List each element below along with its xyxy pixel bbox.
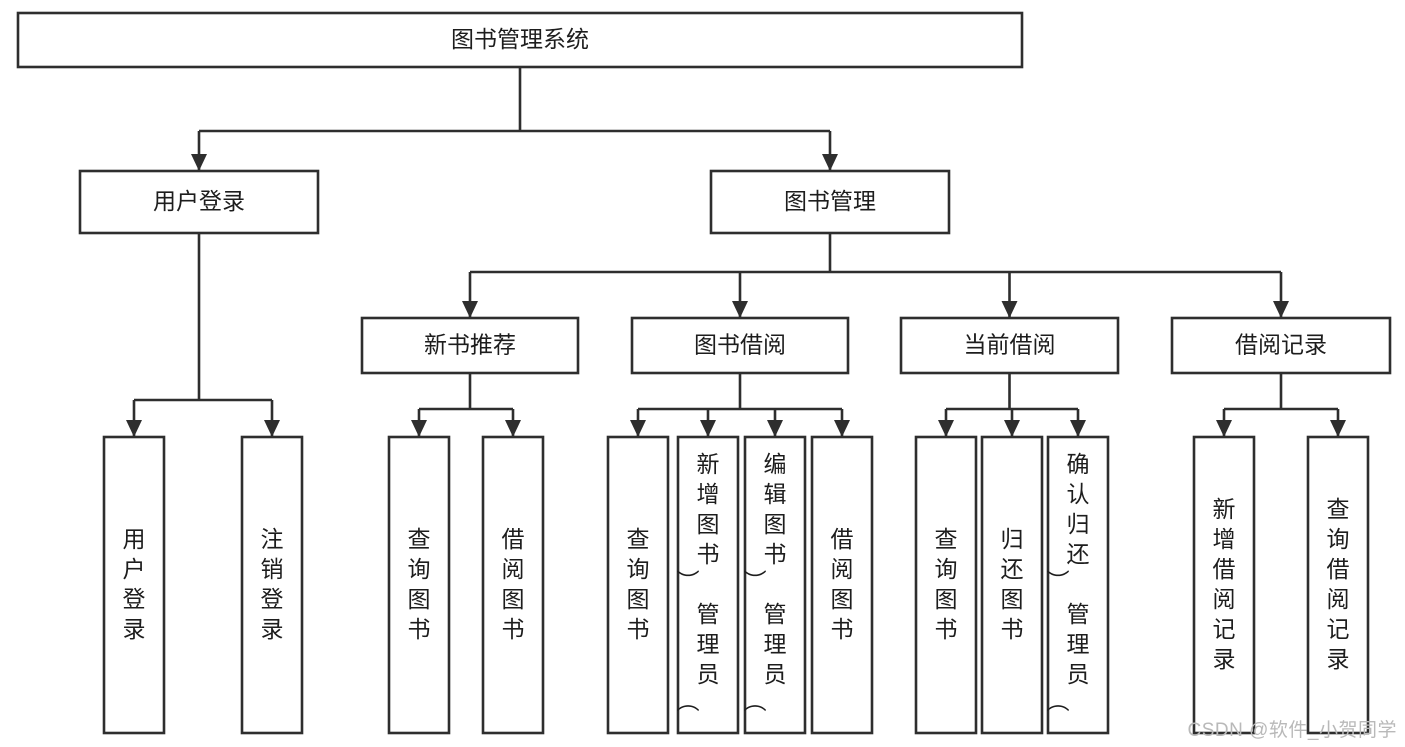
arrow-head-icon [732, 301, 748, 318]
arrow-head-icon [1273, 301, 1289, 318]
node-box-user-login [78, 169, 320, 235]
node-label-user-login: 用户登录 [153, 188, 245, 214]
node-box-borrow-add-book [676, 435, 740, 735]
node-box-book-borrow [630, 316, 850, 375]
node-borrow-records[interactable]: 借阅记录 [1170, 316, 1392, 375]
node-label-current-borrow: 当前借阅 [964, 332, 1056, 358]
arrow-head-icon [1330, 420, 1346, 437]
node-label-current-query-book: 查询图书 [935, 526, 958, 642]
node-recommend-query-book[interactable]: 查询图书 [387, 435, 451, 735]
arrow-head-icon [938, 420, 954, 437]
arrow-head-icon [1070, 420, 1086, 437]
node-box-borrow-edit-book [743, 435, 807, 735]
node-current-borrow[interactable]: 当前借阅 [899, 316, 1120, 375]
node-current-query-book[interactable]: 查询图书 [914, 435, 978, 735]
node-borrow-query-book[interactable]: 查询图书 [606, 435, 670, 735]
node-label-current-confirm-return: 确认归还（管理员） [1046, 451, 1090, 712]
node-box-current-confirm-return [1046, 435, 1110, 735]
arrow-head-icon [411, 420, 427, 437]
node-box-borrow-borrow-book [810, 435, 874, 735]
node-book-borrow[interactable]: 图书借阅 [630, 316, 850, 375]
node-box-book-manage [709, 169, 951, 235]
node-label-recommend-query-book: 查询图书 [408, 526, 431, 642]
node-box-new-book-recommend [360, 316, 580, 375]
node-recommend-borrow-book[interactable]: 借阅图书 [481, 435, 545, 735]
node-book-manage[interactable]: 图书管理 [709, 169, 951, 235]
node-borrow-borrow-book[interactable]: 借阅图书 [810, 435, 874, 735]
node-label-borrow-query-book: 查询图书 [627, 526, 650, 642]
node-current-return-book[interactable]: 归还图书 [980, 435, 1044, 735]
arrow-head-icon [767, 420, 783, 437]
arrow-head-icon [822, 154, 838, 171]
node-label-user-login-do: 用户登录 [123, 526, 146, 642]
node-box-recommend-query-book [387, 435, 451, 735]
node-new-book-recommend[interactable]: 新书推荐 [360, 316, 580, 375]
arrow-head-icon [126, 420, 142, 437]
node-box-root [16, 11, 1024, 69]
node-current-confirm-return[interactable]: 确认归还（管理员） [1046, 435, 1110, 735]
node-label-user-logout: 注销登录 [261, 526, 284, 642]
arrow-head-icon [630, 420, 646, 437]
node-box-borrow-records [1170, 316, 1392, 375]
node-label-borrow-add-book: 新增图书（管理员） [676, 451, 720, 712]
nodes-layer: 图书管理系统用户登录用户登录注销登录图书管理新书推荐查询图书借阅图书图书借阅查询… [16, 11, 1392, 735]
node-box-user-login-do [102, 435, 166, 735]
node-label-borrow-records: 借阅记录 [1235, 332, 1327, 358]
arrow-head-icon [700, 420, 716, 437]
node-box-borrow-query-book [606, 435, 670, 735]
arrow-head-icon [1004, 420, 1020, 437]
arrow-head-icon [834, 420, 850, 437]
node-box-current-borrow [899, 316, 1120, 375]
node-box-user-logout [240, 435, 304, 735]
node-box-current-query-book [914, 435, 978, 735]
node-label-new-book-recommend: 新书推荐 [424, 332, 516, 358]
arrow-head-icon [264, 420, 280, 437]
node-borrow-add-book[interactable]: 新增图书（管理员） [676, 435, 740, 735]
node-label-recommend-borrow-book: 借阅图书 [502, 526, 525, 642]
node-borrow-edit-book[interactable]: 编辑图书（管理员） [743, 435, 807, 735]
node-record-query[interactable]: 查询借阅记录 [1306, 435, 1370, 735]
arrow-head-icon [462, 301, 478, 318]
node-record-add[interactable]: 新增借阅记录 [1192, 435, 1256, 735]
node-user-login-do[interactable]: 用户登录 [102, 435, 166, 735]
node-user-logout[interactable]: 注销登录 [240, 435, 304, 735]
arrow-head-icon [1216, 420, 1232, 437]
node-user-login[interactable]: 用户登录 [78, 169, 320, 235]
arrow-head-icon [1001, 301, 1018, 318]
node-box-recommend-borrow-book [481, 435, 545, 735]
arrow-head-icon [191, 154, 207, 171]
node-label-root: 图书管理系统 [451, 26, 589, 52]
node-label-book-borrow: 图书借阅 [694, 332, 786, 358]
node-label-book-manage: 图书管理 [784, 188, 876, 214]
arrow-head-icon [505, 420, 521, 437]
node-root[interactable]: 图书管理系统 [16, 11, 1024, 69]
node-label-borrow-edit-book: 编辑图书（管理员） [743, 451, 787, 712]
node-box-current-return-book [980, 435, 1044, 735]
node-label-record-query: 查询借阅记录 [1327, 496, 1350, 672]
node-box-record-add [1192, 435, 1256, 735]
node-box-record-query [1306, 435, 1370, 735]
node-label-borrow-borrow-book: 借阅图书 [831, 526, 854, 642]
node-label-record-add: 新增借阅记录 [1213, 496, 1236, 672]
node-label-current-return-book: 归还图书 [1001, 526, 1024, 642]
connectors-layer [126, 67, 1346, 437]
